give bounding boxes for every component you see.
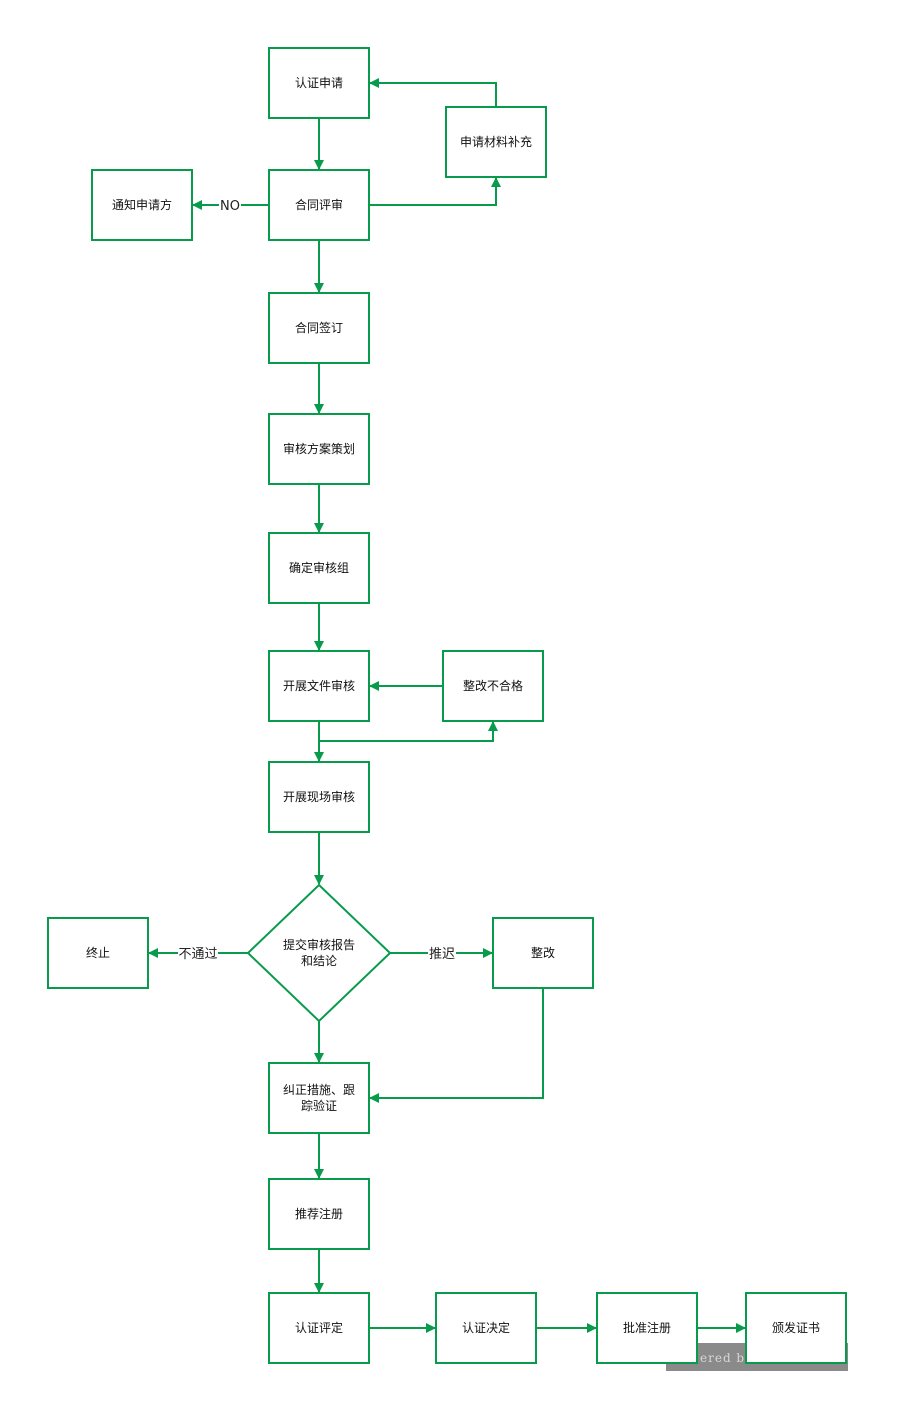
node-review-label: 合同评审 <box>295 197 343 212</box>
node-sign[interactable]: 合同签订 <box>268 292 370 364</box>
edge-supplement-apply <box>369 78 497 107</box>
node-apply[interactable]: 认证申请 <box>268 47 370 119</box>
node-doc-audit-label: 开展文件审核 <box>283 678 355 693</box>
node-fix-nonconformity[interactable]: 整改不合格 <box>442 650 544 722</box>
node-rectify-label: 整改 <box>531 945 555 960</box>
node-review[interactable]: 合同评审 <box>268 169 370 241</box>
node-sign-label: 合同签订 <box>295 320 343 335</box>
edge-review-supplement <box>369 177 501 206</box>
node-plan-label: 审核方案策划 <box>283 441 355 456</box>
node-report-label-line2: 和结论 <box>301 954 337 968</box>
edge-label-fail: 不通过 <box>178 947 217 962</box>
node-corrective-label-line1: 纠正措施、跟 <box>283 1083 355 1097</box>
node-team-label: 确定审核组 <box>289 560 349 575</box>
node-notify-label: 通知申请方 <box>112 197 172 212</box>
node-evaluate-label: 认证评定 <box>295 1320 343 1335</box>
node-fix-nonconformity-label: 整改不合格 <box>463 678 523 693</box>
node-approve-label: 批准注册 <box>623 1320 671 1335</box>
node-team[interactable]: 确定审核组 <box>268 532 370 604</box>
node-report-decision[interactable]: 提交审核报告 和结论 <box>246 883 392 1023</box>
node-report-label-line1: 提交审核报告 <box>283 937 355 952</box>
edge-label-postpone: 推迟 <box>429 947 455 962</box>
node-site-audit-label: 开展现场审核 <box>283 789 355 804</box>
node-decide-label: 认证决定 <box>462 1320 510 1335</box>
edge-docaudit-fix <box>318 721 498 742</box>
node-recommend[interactable]: 推荐注册 <box>268 1178 370 1250</box>
node-rectify[interactable]: 整改 <box>492 917 594 989</box>
node-stop[interactable]: 终止 <box>47 917 149 989</box>
node-notify[interactable]: 通知申请方 <box>91 169 193 241</box>
node-certificate[interactable]: 颁发证书 <box>745 1292 847 1364</box>
node-doc-audit[interactable]: 开展文件审核 <box>268 650 370 722</box>
node-corrective-label-line2: 踪验证 <box>301 1098 337 1113</box>
node-certificate-label: 颁发证书 <box>772 1320 820 1335</box>
node-site-audit[interactable]: 开展现场审核 <box>268 761 370 833</box>
node-apply-label: 认证申请 <box>295 76 343 90</box>
node-decide[interactable]: 认证决定 <box>435 1292 537 1364</box>
watermark-text: ered b <box>700 1351 745 1365</box>
node-corrective[interactable]: 纠正措施、跟 踪验证 <box>268 1062 370 1134</box>
node-supplement-label: 申请材料补充 <box>460 134 532 149</box>
node-recommend-label: 推荐注册 <box>295 1206 343 1221</box>
node-plan[interactable]: 审核方案策划 <box>268 413 370 485</box>
node-evaluate[interactable]: 认证评定 <box>268 1292 370 1364</box>
node-supplement[interactable]: 申请材料补充 <box>445 106 547 178</box>
node-stop-label: 终止 <box>86 945 110 960</box>
edge-label-no: NO <box>220 199 240 214</box>
edge-rectify-corrective <box>369 988 544 1103</box>
node-approve[interactable]: 批准注册 <box>596 1292 698 1364</box>
